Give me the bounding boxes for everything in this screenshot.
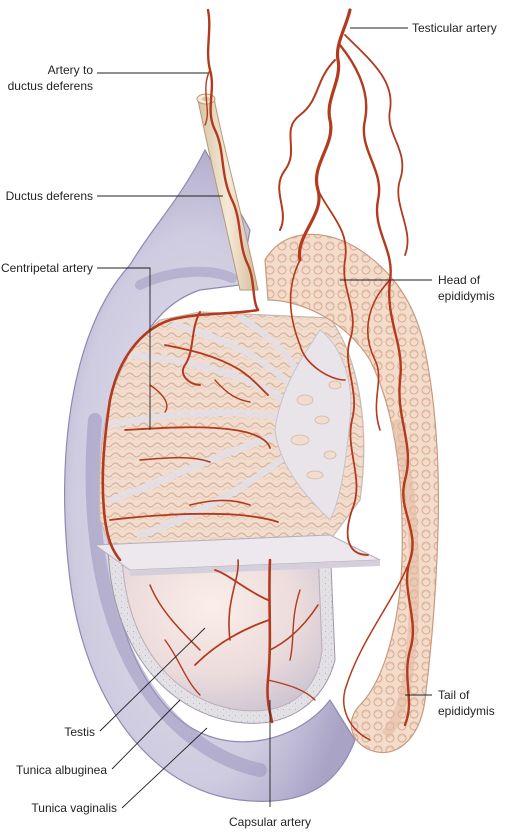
label-head-epididymis-line2: epididymis bbox=[438, 289, 495, 303]
capsular-artery-network bbox=[101, 308, 319, 724]
artery-to-ductus-deferens bbox=[204, 8, 260, 312]
label-ductus-deferens: Ductus deferens bbox=[6, 189, 93, 203]
label-head-epididymis-line1: Head of bbox=[438, 273, 481, 287]
testicular-artery bbox=[278, 8, 415, 741]
leader-lines bbox=[97, 27, 432, 809]
label-tunica-vaginalis: Tunica vaginalis bbox=[31, 801, 117, 815]
label-artery-to-ductus-line1: Artery to bbox=[48, 63, 94, 77]
label-capsular-artery: Capsular artery bbox=[229, 815, 311, 829]
label-artery-to-ductus-line2: ductus deferens bbox=[8, 79, 93, 93]
label-centripetal-artery: Centripetal artery bbox=[1, 261, 93, 275]
label-tail-epididymis-line1: Tail of bbox=[438, 688, 470, 702]
label-tunica-albuginea: Tunica albuginea bbox=[16, 763, 107, 777]
labels: Testicular artery Artery to ductus defer… bbox=[1, 21, 497, 829]
label-testicular-artery: Testicular artery bbox=[412, 21, 497, 35]
label-testis: Testis bbox=[64, 725, 95, 739]
testis bbox=[121, 549, 323, 712]
label-tail-epididymis-line2: epididymis bbox=[438, 704, 495, 718]
